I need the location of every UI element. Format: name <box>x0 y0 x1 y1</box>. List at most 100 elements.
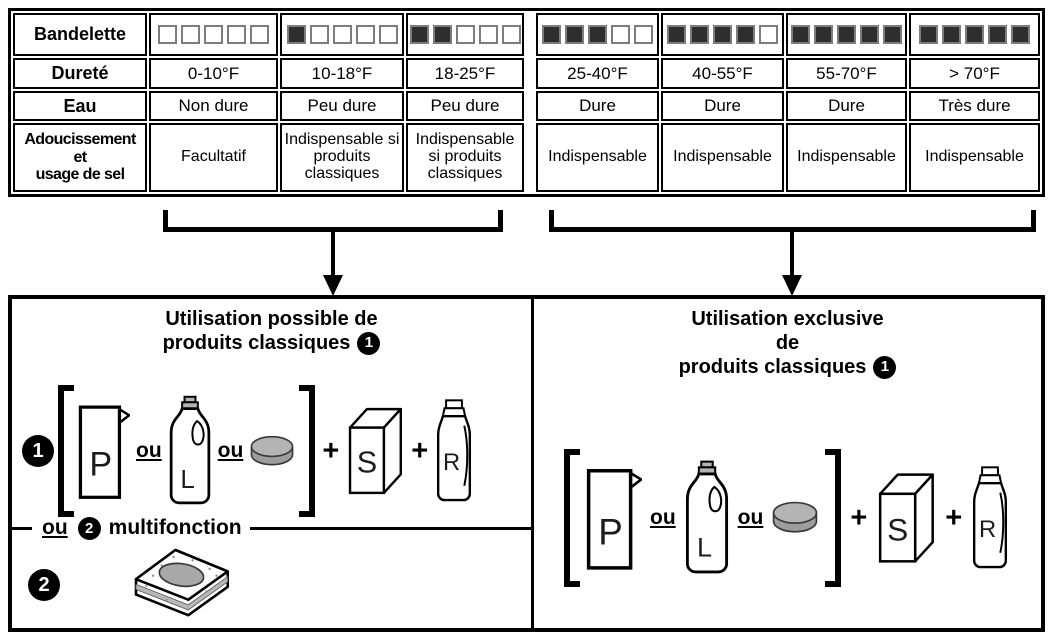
multifunction-tablet-icon <box>134 548 229 617</box>
left-usage-box: Utilisation possible de produits classiq… <box>12 299 531 628</box>
left-box-title: Utilisation possible de produits classiq… <box>12 307 531 355</box>
svg-text:L: L <box>697 532 712 562</box>
strip-square <box>883 25 902 44</box>
strip-square <box>919 25 938 44</box>
strip-square <box>611 25 630 44</box>
cell-hardness-2: 18-25°F <box>406 58 524 89</box>
strip-square <box>690 25 709 44</box>
cell-softening-0: Facultatif <box>149 123 278 192</box>
strip-square <box>965 25 984 44</box>
right-box-title-line3: produits classiques <box>678 356 867 378</box>
strip-square <box>667 25 686 44</box>
cell-water-3: Dure <box>536 91 659 121</box>
salt-box-icon: S <box>349 407 403 495</box>
left-box-title-line1: Utilisation possible de <box>165 308 378 330</box>
cell-softening-5: Indispensable <box>786 123 907 192</box>
ou-label: ou <box>737 506 764 529</box>
svg-text:P: P <box>89 445 112 483</box>
softening-header-line: et <box>73 148 87 166</box>
panel-divider <box>531 299 534 628</box>
ou-label: ou <box>650 506 676 529</box>
rinse-aid-icon: R <box>437 399 472 502</box>
strip-square <box>634 25 653 44</box>
row-header-softening: Adoucissement et usage de sel <box>13 123 147 192</box>
strip-square <box>181 25 200 44</box>
strip-square <box>542 25 561 44</box>
strip-square <box>988 25 1007 44</box>
open-bracket-icon <box>564 449 580 587</box>
strip-square <box>713 25 732 44</box>
marker-1-badge: 1 <box>873 355 897 379</box>
powder-detergent-icon: P <box>78 405 130 499</box>
test-strip-icon <box>919 25 1030 44</box>
plus-sign: + <box>322 434 340 467</box>
row-header-hardness-label: Dureté <box>51 63 109 84</box>
test-strip-icon <box>158 25 269 44</box>
strip-square <box>286 25 306 44</box>
strip-square <box>309 25 329 44</box>
right-usage-box: Utilisation exclusive de produits classi… <box>534 299 1041 628</box>
strip-square <box>432 25 452 44</box>
marker-1-badge: 1 <box>22 435 54 467</box>
classic-tablet-icon <box>773 501 818 533</box>
strip-square <box>791 25 810 44</box>
group-gap <box>526 123 534 192</box>
cell-softening-6: Indispensable <box>909 123 1040 192</box>
group-gap <box>526 91 534 121</box>
svg-text:S: S <box>357 446 377 480</box>
cell-hardness-0: 0-10°F <box>149 58 278 89</box>
multifunction-label: multifonction <box>108 516 242 539</box>
marker-2-badge: 2 <box>28 569 60 601</box>
right-arrowhead-icon <box>782 275 802 296</box>
cell-softening-1: Indispensable si produits classiques <box>280 123 404 192</box>
cell-strip-5 <box>786 13 907 56</box>
salt-box-icon: S <box>879 473 935 563</box>
multifunction-separator-row: ou 2 multifonction <box>12 513 531 543</box>
right-box-title: Utilisation exclusive de produits classi… <box>534 307 1041 379</box>
strip-square <box>736 25 755 44</box>
strip-square <box>837 25 856 44</box>
test-strip-icon <box>286 25 398 44</box>
svg-text:L: L <box>180 466 194 494</box>
strip-square <box>478 25 498 44</box>
cell-strip-6 <box>909 13 1040 56</box>
strip-square <box>588 25 607 44</box>
right-arrow <box>790 229 794 277</box>
strip-square <box>250 25 269 44</box>
water-hardness-table: Bandelette Dureté 0-10°F 10-18°F 18-25°F… <box>8 8 1045 197</box>
test-strip-icon <box>409 25 521 44</box>
strip-square <box>332 25 352 44</box>
cell-softening-4: Indispensable <box>661 123 784 192</box>
plus-sign: + <box>945 501 963 534</box>
cell-strip-4 <box>661 13 784 56</box>
cell-water-1: Peu dure <box>280 91 404 121</box>
strip-square <box>759 25 778 44</box>
cell-strip-1 <box>280 13 404 56</box>
ou-label: ou <box>42 516 68 539</box>
row-header-water: Eau <box>13 91 147 121</box>
cell-water-4: Dure <box>661 91 784 121</box>
row-header-strip-label: Bandelette <box>33 24 127 45</box>
strip-square <box>355 25 375 44</box>
strip-square <box>158 25 177 44</box>
strip-square <box>227 25 246 44</box>
cell-hardness-5: 55-70°F <box>786 58 907 89</box>
strip-square <box>409 25 429 44</box>
strip-square <box>455 25 475 44</box>
strip-square <box>204 25 223 44</box>
cell-strip-3 <box>536 13 659 56</box>
svg-text:S: S <box>887 512 908 548</box>
ou-label: ou <box>136 439 162 462</box>
left-formula-row: 1 P ou L ou <box>22 385 473 517</box>
powder-detergent-icon: P <box>586 469 642 570</box>
strip-square <box>814 25 833 44</box>
cell-strip-2 <box>406 13 524 56</box>
softening-header-line: Adoucissement <box>24 130 136 148</box>
cell-hardness-1: 10-18°F <box>280 58 404 89</box>
rinse-aid-icon: R <box>973 466 1008 569</box>
cell-hardness-3: 25-40°F <box>536 58 659 89</box>
strip-square <box>942 25 961 44</box>
product-usage-panel: Utilisation possible de produits classiq… <box>8 295 1045 632</box>
right-formula-row: P ou L ou + <box>564 449 1009 587</box>
